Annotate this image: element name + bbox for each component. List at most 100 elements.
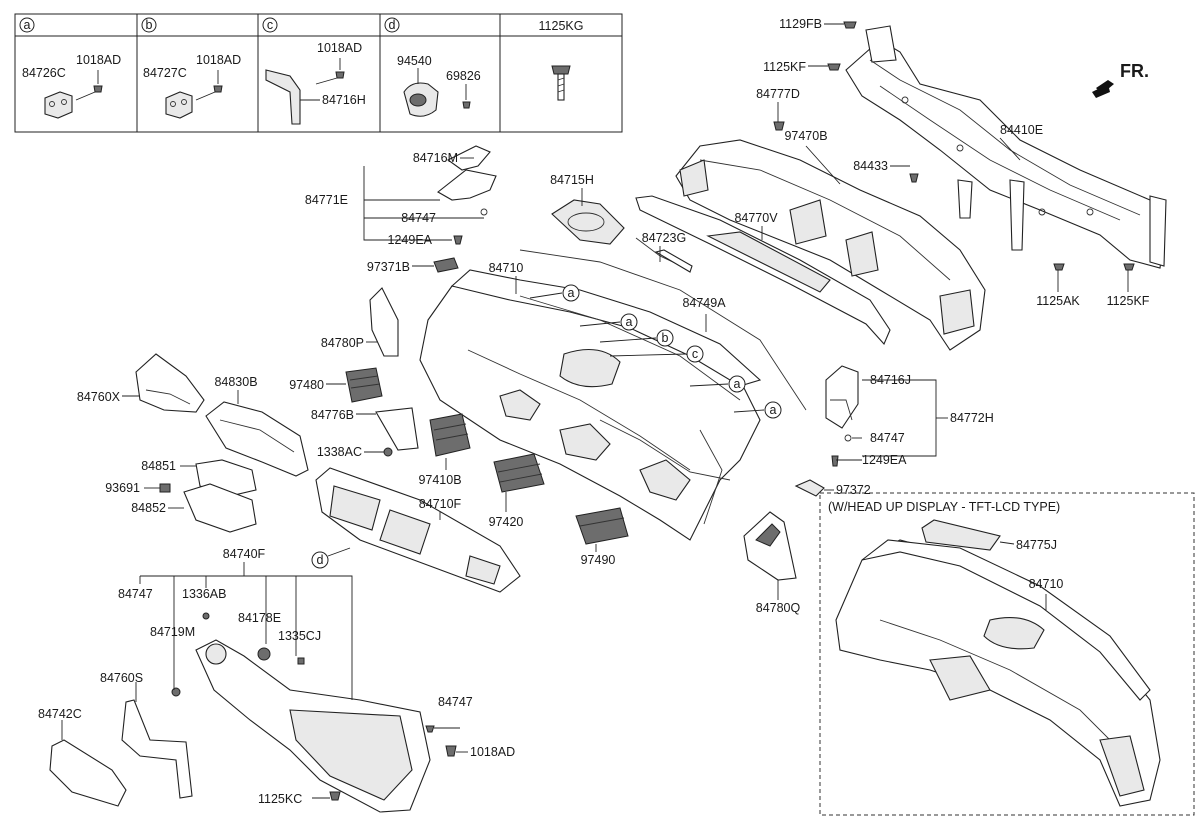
callout-1129FB: 1129FB [779, 17, 822, 31]
callout-1125KF-a: 1125KF [763, 60, 806, 74]
clip-84178E-icon [257, 647, 271, 661]
callout-84760S: 84760S [100, 671, 143, 685]
callout-84410E: 84410E [1000, 123, 1043, 137]
ref-circle-a-3: a [734, 377, 741, 391]
legend-part-84716H: 84716H [322, 93, 366, 107]
screw-1249EA-a-icon [453, 235, 463, 245]
heater-duct-97470b [675, 139, 986, 351]
garnish-84749a-shape [519, 249, 807, 411]
vent-97410B-shape [429, 413, 471, 457]
callout-1249EA-a: 1249EA [388, 233, 433, 247]
callout-84715H: 84715H [550, 173, 594, 187]
callout-1335CJ: 1335CJ [278, 629, 321, 643]
callout-84710: 84710 [489, 261, 524, 275]
cowl-cross-bar-84410e [845, 25, 1167, 269]
callout-97372: 97372 [836, 483, 871, 497]
switch-93691-shape [159, 483, 171, 493]
defroster-nozzle-shape [635, 195, 891, 346]
legend-part-94540: 94540 [397, 54, 432, 68]
callout-84719M: 84719M [150, 625, 195, 639]
callout-84747-c: 84747 [118, 587, 153, 601]
legend-part-84727C: 84727C [143, 66, 187, 80]
glove-box-opening-shape [289, 709, 413, 801]
bracket-84771E-shape [437, 169, 497, 201]
callout-84780P: 84780P [321, 336, 364, 350]
callout-93691: 93691 [105, 481, 140, 495]
callout-97371B: 97371B [367, 260, 410, 274]
bolt-1018AD-icon [445, 745, 457, 757]
hud-unit-84775J-shape [921, 519, 1001, 551]
legend-table: a 84726C 1018AD b 84727C 1018AD c 1018AD [14, 13, 623, 133]
bolt-1018AD-b-icon [213, 85, 223, 93]
callout-84852: 84852 [131, 501, 166, 515]
callout-1249EA-b: 1249EA [862, 453, 907, 467]
clip-84747-d-icon [425, 725, 435, 733]
leader-lines [61, 23, 1129, 799]
bracket-84776B-shape [375, 407, 419, 451]
callout-97410B: 97410B [418, 473, 461, 487]
clip-1335CJ-icon [297, 657, 305, 665]
cover-84715H-shape [551, 199, 625, 245]
callout-84740F: 84740F [223, 547, 266, 561]
vent-97480-shape [345, 367, 383, 403]
callout-84723G: 84723G [642, 231, 686, 245]
vent-97420-shape [493, 453, 545, 493]
bolt-1125KF-a-icon [827, 63, 841, 71]
callout-97470B: 97470B [784, 129, 827, 143]
vent-97490-shape [575, 507, 629, 545]
bracket-84716J-shape [825, 365, 859, 429]
legend-cell-c: c 1018AD 84716H [262, 17, 366, 125]
ref-circle-a-2: a [626, 315, 633, 329]
callout-84710-hud: 84710 [1029, 577, 1064, 591]
bolt-84777D-icon [773, 121, 785, 131]
sensor-97372-shape [794, 479, 825, 497]
right-side-components [743, 365, 859, 581]
legend-key-a: a [24, 18, 31, 32]
front-direction-indicator: FR. [1092, 61, 1149, 98]
reference-circles: a a b c a a d [311, 284, 782, 569]
cluster-opening-shape [559, 348, 621, 388]
legend-part-1018AD-a: 1018AD [76, 53, 121, 67]
bolt-1125KG-icon [551, 65, 571, 75]
bolt-1125KC-icon [329, 791, 341, 801]
callout-1125AK: 1125AK [1036, 294, 1080, 308]
legend-part-1018AD-b: 1018AD [196, 53, 241, 67]
callout-84780Q: 84780Q [756, 601, 801, 615]
callout-84710F: 84710F [419, 497, 462, 511]
bracket-84716H-shape [265, 69, 301, 125]
bolt-1018AD-c-icon [335, 71, 345, 79]
clip-84719M-icon [171, 687, 181, 697]
legend-title-1125KG: 1125KG [539, 19, 584, 33]
callout-84178E: 84178E [238, 611, 281, 625]
legend-cell-1125KG: 1125KG [539, 19, 584, 101]
panel-84760S-shape [121, 699, 193, 799]
callout-1336AB: 1336AB [182, 587, 226, 601]
bolt-1018AD-a-icon [93, 85, 103, 93]
hud-variant-inset: (W/HEAD UP DISPLAY - TFT-LCD TYPE) [819, 492, 1195, 816]
garnish-84742C-shape [49, 739, 127, 807]
callout-84760X: 84760X [77, 390, 121, 404]
callout-84716M: 84716M [413, 151, 458, 165]
callout-84771E: 84771E [305, 193, 348, 207]
callout-1125KF-b: 1125KF [1107, 294, 1150, 308]
callout-97420: 97420 [489, 515, 524, 529]
ref-circle-d: d [317, 553, 324, 567]
callout-84433: 84433 [853, 159, 888, 173]
callout-84851: 84851 [141, 459, 176, 473]
side-cover-84780P-shape [369, 287, 399, 357]
legend-cell-b: b 84727C 1018AD [141, 17, 241, 119]
callout-1338AC: 1338AC [317, 445, 362, 459]
left-side-components [135, 145, 629, 593]
clip-1336AB-icon [202, 612, 210, 620]
front-label: FR. [1120, 61, 1149, 81]
callout-84770V: 84770V [734, 211, 778, 225]
bolt-84433-icon [909, 173, 919, 183]
ref-circle-b: b [662, 331, 669, 345]
screw-1249EA-b-icon [831, 455, 839, 467]
top-right-fasteners [773, 21, 1135, 271]
lower-panel-assembly-84740f [49, 612, 457, 813]
bolt-1125KF-b-icon [1123, 263, 1135, 271]
callout-1125KC: 1125KC [258, 792, 302, 806]
callout-84716J: 84716J [870, 373, 911, 387]
